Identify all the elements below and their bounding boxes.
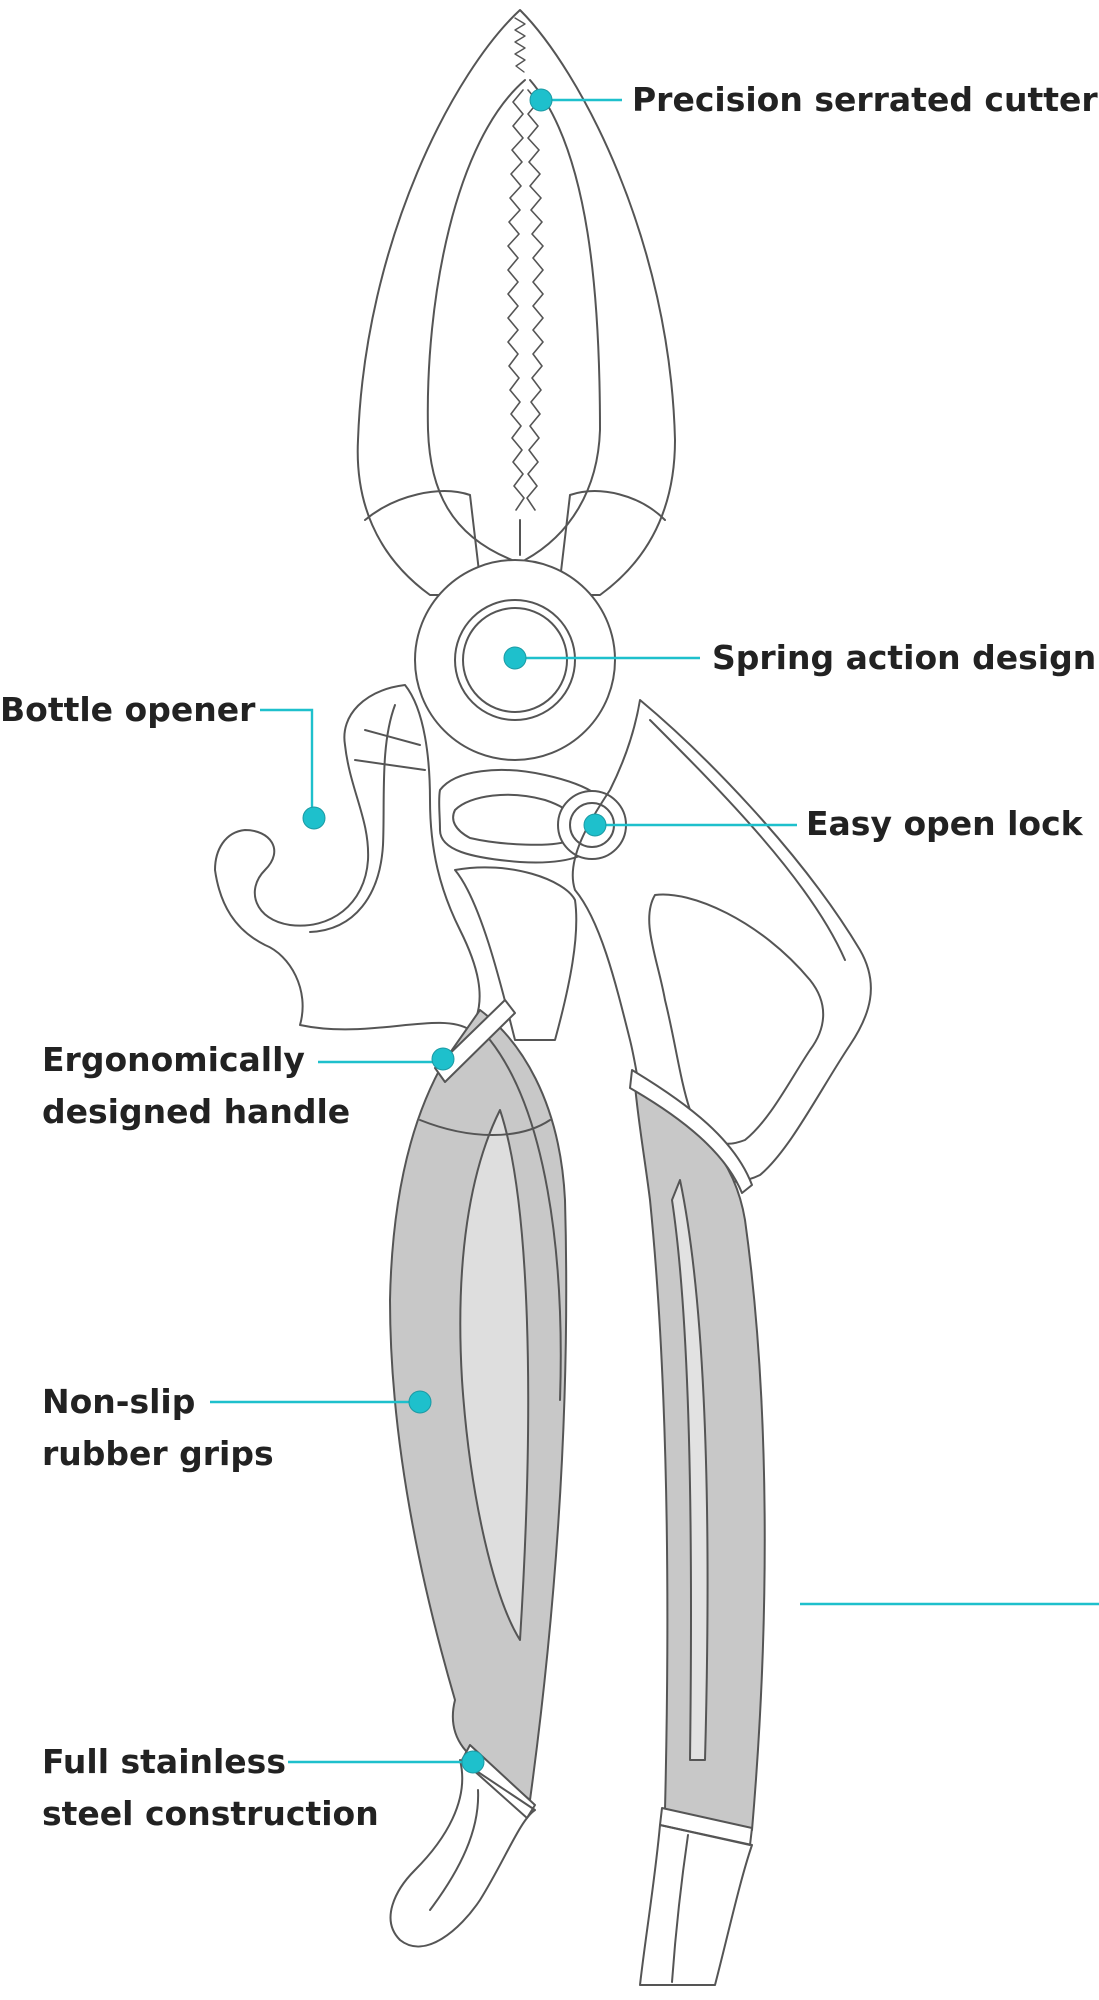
label-bottle-opener: Bottle opener (0, 690, 256, 729)
center-arm (454, 866, 578, 1041)
bottle-opener-inner (309, 704, 396, 933)
pivot-inner-ring (454, 599, 576, 721)
dot-non-slip-grips (408, 1390, 432, 1414)
blade-tip-serration (514, 17, 526, 73)
label-precision-cutters: Precision serrated cutters (632, 80, 1099, 119)
pivot-core (462, 607, 568, 713)
right-handle-window (648, 893, 825, 1145)
serrated-edge-right (526, 89, 544, 511)
right-handle-tip (639, 1824, 753, 1986)
dot-bottle-opener (302, 806, 326, 830)
serrated-edge-left (507, 89, 525, 511)
label-easy-open-lock: Easy open lock (806, 804, 1083, 843)
right-handle-tip-inner (671, 1834, 689, 1983)
right-grip-highlight (671, 1179, 709, 1761)
left-handle-tip-inner (429, 1789, 480, 1911)
dot-ergonomic-handle (431, 1047, 455, 1071)
dot-precision-cutters (529, 88, 553, 112)
leader-bottle-opener (260, 708, 314, 818)
blade-shoulder-right (559, 490, 666, 581)
left-grip-seam (419, 1119, 551, 1136)
label-non-slip-grips: Non-slip rubber grips (42, 1382, 274, 1473)
dot-spring-action (503, 646, 527, 670)
right-grip-band-top (629, 1069, 753, 1194)
right-handle-frame (571, 699, 872, 1183)
blade-shoulder-left (364, 490, 481, 581)
bottle-opener-rib-2 (354, 759, 426, 771)
dot-stainless-steel (461, 1750, 485, 1774)
blade-inner-left (426, 79, 526, 561)
left-grip-edge (489, 1039, 562, 1401)
left-grip-highlight (459, 1109, 530, 1641)
right-handle-frame-inner (649, 719, 846, 961)
bottle-opener-outline (214, 684, 481, 1031)
left-handle-tip (389, 1759, 536, 1948)
label-spring-action: Spring action design (712, 638, 1097, 677)
bottle-opener-rib-1 (364, 729, 421, 746)
dot-easy-open-lock (583, 813, 607, 837)
left-grip-band-top (434, 999, 516, 1083)
blade-inner-right (524, 79, 601, 561)
label-ergonomic-handle: Ergonomically designed handle (42, 1040, 351, 1131)
label-stainless-steel: Full stainless steel construction (42, 1742, 379, 1833)
